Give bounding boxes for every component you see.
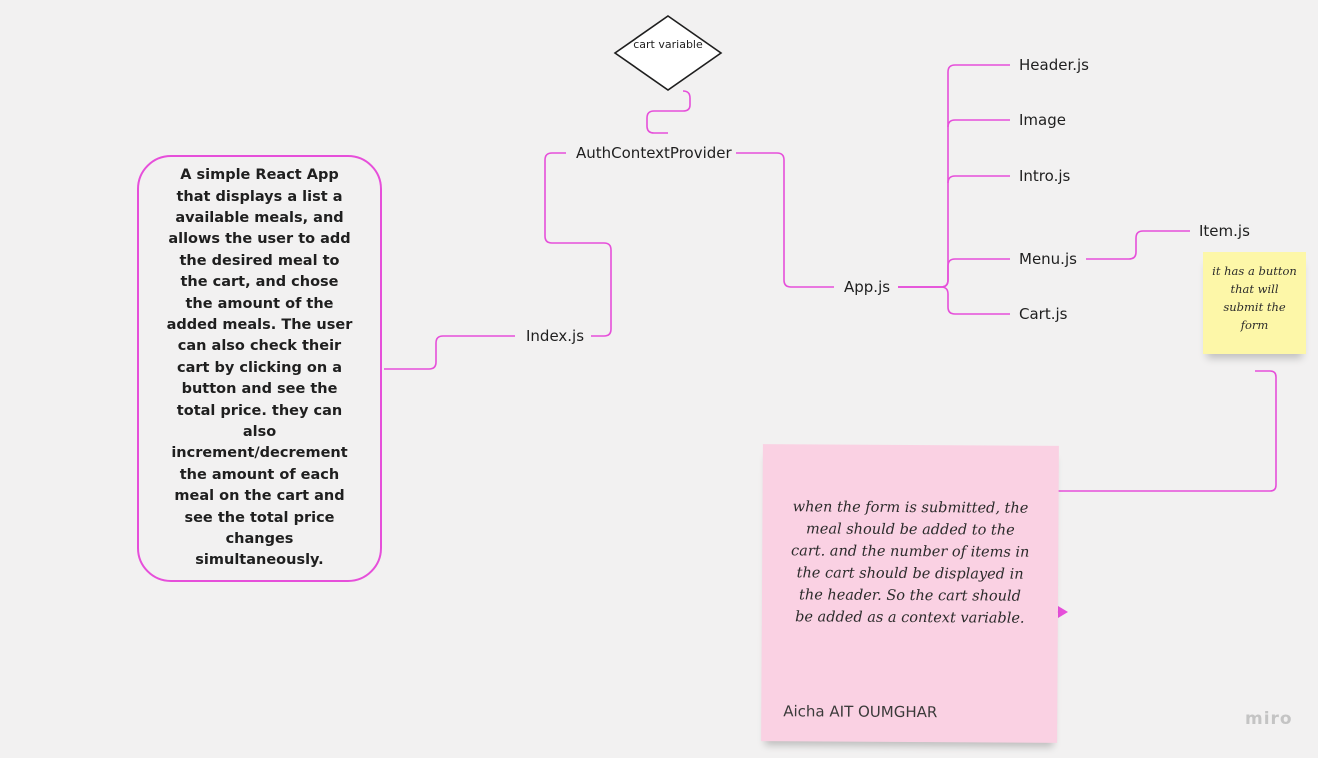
description-text: A simple React App that displays a list … <box>166 167 353 569</box>
node-item[interactable]: Item.js <box>1199 222 1250 240</box>
sticky-note-yellow-text: it has a button that will submit the for… <box>1212 264 1297 332</box>
connector-app-menu[interactable] <box>898 258 1010 288</box>
connector-description-index[interactable] <box>384 335 515 370</box>
arrowhead-icon <box>1058 606 1068 618</box>
node-index[interactable]: Index.js <box>526 327 585 345</box>
sticky-note-yellow[interactable]: it has a button that will submit the for… <box>1203 252 1306 354</box>
cart-variable-label: cart variable <box>633 38 703 51</box>
node-image[interactable]: Image <box>1019 111 1066 129</box>
description-box[interactable]: A simple React App that displays a list … <box>137 155 382 582</box>
sticky-note-pink[interactable]: when the form is submitted, the meal sho… <box>761 444 1059 743</box>
connector-auth-app[interactable] <box>736 152 834 288</box>
node-intro[interactable]: Intro.js <box>1019 167 1071 185</box>
node-cart[interactable]: Cart.js <box>1019 305 1068 323</box>
sticky-note-author: Aicha AIT OUMGHAR <box>783 702 938 722</box>
connector-index-auth[interactable] <box>544 152 612 337</box>
connector-app-cart[interactable] <box>898 286 1010 315</box>
connector-menu-item[interactable] <box>1086 230 1190 260</box>
cart-variable-diamond[interactable] <box>613 15 723 91</box>
node-menu[interactable]: Menu.js <box>1019 250 1077 268</box>
node-auth-context-provider[interactable]: AuthContextProvider <box>576 144 732 162</box>
miro-watermark: miro <box>1245 709 1293 729</box>
connector-yellownote-pinknote[interactable] <box>1044 370 1277 613</box>
sticky-note-pink-text: when the form is submitted, the meal sho… <box>791 499 1030 627</box>
connector-app-image[interactable] <box>947 119 1010 128</box>
node-app[interactable]: App.js <box>844 278 891 296</box>
connector-cartvariable-auth[interactable] <box>646 90 691 134</box>
connector-app-intro[interactable] <box>947 175 1010 184</box>
node-header[interactable]: Header.js <box>1019 56 1089 74</box>
